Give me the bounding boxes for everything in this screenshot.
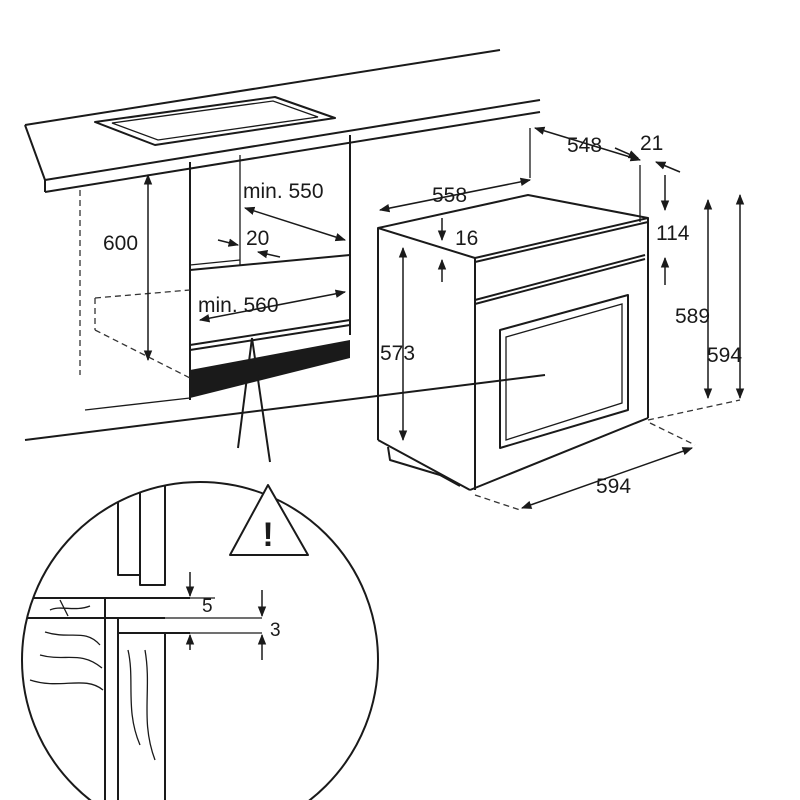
dim-cabinet-depth: min. 550	[243, 180, 347, 242]
detail-drawing	[22, 482, 190, 800]
floor-line	[24, 374, 546, 441]
label-5: 5	[202, 596, 213, 617]
label-min-550: min. 550	[243, 180, 324, 203]
dim-oven-body-573: 573	[380, 246, 415, 442]
dim-cabinet-back-gap: 20	[217, 227, 281, 259]
warning-triangle-icon: !	[229, 484, 309, 556]
dim-oven-front-589: 589	[675, 198, 713, 400]
label-20: 20	[246, 227, 269, 250]
detail-callout	[21, 337, 379, 800]
label-594-height: 594	[707, 344, 742, 367]
dim-oven-total-594: 594	[707, 193, 745, 400]
dim-cabinet-height: 600	[103, 173, 153, 362]
label-min-560: min. 560	[198, 294, 279, 317]
dim-oven-depth-558: 558	[378, 177, 532, 213]
countertop	[24, 49, 541, 193]
dim-oven-depth-548: 548	[529, 126, 642, 178]
dim-cabinet-width: min. 560	[198, 289, 347, 323]
label-600: 600	[103, 232, 138, 255]
dim-oven-width-594: 594	[474, 399, 741, 511]
warning-symbol: !	[262, 516, 273, 554]
label-558: 558	[432, 184, 467, 207]
label-114: 114	[656, 222, 690, 245]
label-3: 3	[270, 620, 281, 641]
cabinet	[79, 135, 351, 400]
label-594-width: 594	[596, 475, 631, 498]
dim-oven-top-16: 16	[437, 218, 478, 282]
dim-oven-fascia-114: 114	[656, 175, 690, 285]
hob	[94, 96, 336, 146]
label-573: 573	[380, 342, 415, 365]
label-548: 548	[567, 134, 602, 157]
plinth-strip	[190, 340, 350, 398]
label-16: 16	[455, 227, 478, 250]
oven	[377, 194, 649, 491]
label-589: 589	[675, 305, 710, 328]
detail-dimensions: 5 3	[165, 572, 281, 660]
dim-oven-front-21: 21	[614, 132, 681, 215]
label-21: 21	[640, 132, 663, 155]
